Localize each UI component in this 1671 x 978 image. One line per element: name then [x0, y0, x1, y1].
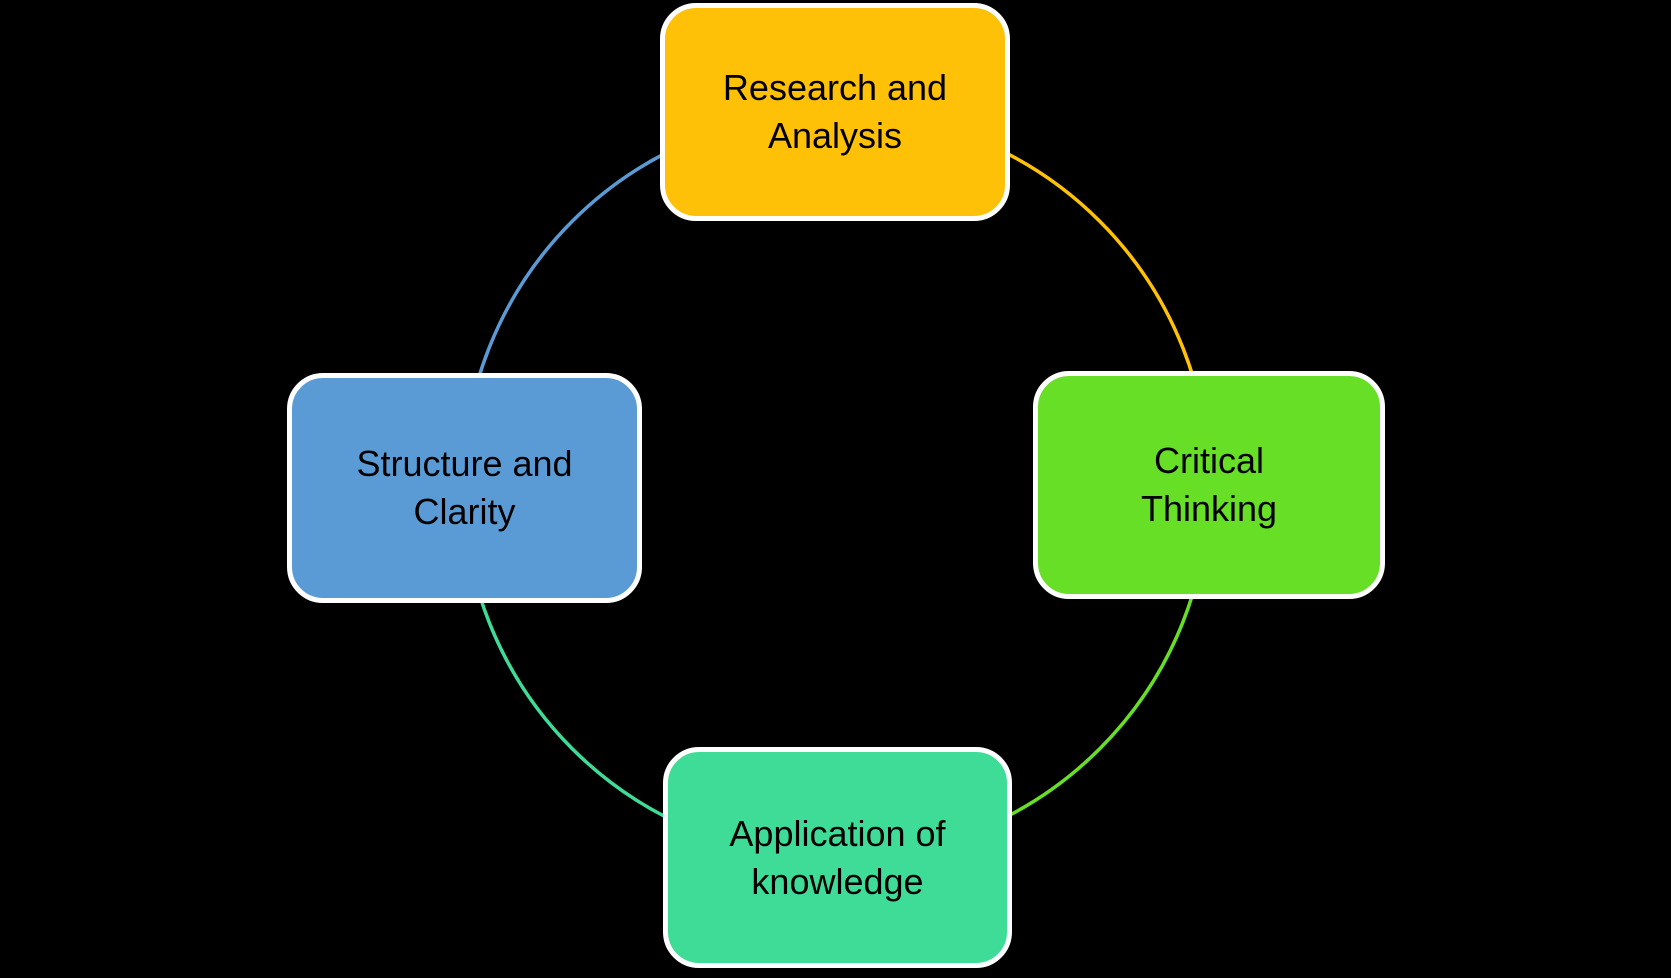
node-application-of-knowledge-label: Application of knowledge — [729, 812, 946, 902]
node-research-analysis: Research and Analysis — [660, 3, 1010, 221]
node-critical-thinking-label: Critical Thinking — [1140, 440, 1278, 529]
node-structure-clarity: Structure and Clarity — [287, 373, 642, 603]
node-application-of-knowledge: Application of knowledge — [663, 747, 1012, 968]
node-critical-thinking: Critical Thinking — [1033, 371, 1385, 599]
node-structure-clarity-label: Structure and Clarity — [356, 443, 573, 532]
node-research-analysis-label: Research and Analysis — [722, 67, 948, 156]
